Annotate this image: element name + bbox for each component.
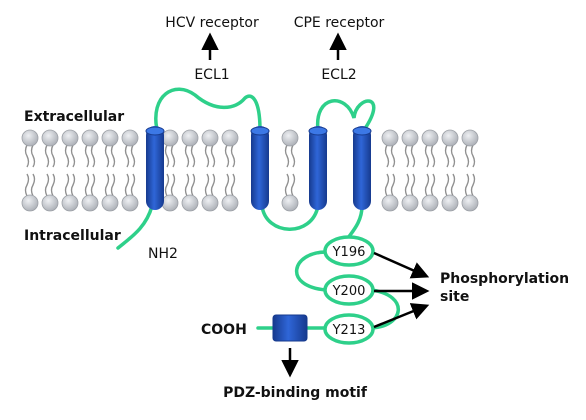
cpe-receptor-label: CPE receptor xyxy=(294,15,385,31)
lipid-molecule xyxy=(181,129,199,212)
arrows xyxy=(201,32,430,378)
residue-connector-1 xyxy=(294,250,328,292)
c-terminal-tail xyxy=(346,204,364,240)
transmembrane-helices xyxy=(145,126,372,210)
ecl1-label: ECL1 xyxy=(194,67,229,83)
residue-y200-label: Y200 xyxy=(332,284,366,299)
helix-4-top xyxy=(352,126,372,136)
phosphorylation-label: Phosphorylation xyxy=(440,271,569,287)
pdz-binding-motif-label: PDZ-binding motif xyxy=(223,385,368,401)
intracellular-loop xyxy=(260,204,320,231)
arrow-y196 xyxy=(373,251,430,279)
ecl1-loop xyxy=(154,87,262,132)
helix-1-top xyxy=(145,126,165,136)
phosphorylation-site-label: site xyxy=(440,289,469,305)
lipid-molecule xyxy=(401,129,419,212)
extracellular-label: Extracellular xyxy=(24,109,124,125)
lipid-molecule xyxy=(201,129,219,212)
n-terminus-tail xyxy=(116,204,154,250)
helix-2-top xyxy=(250,126,270,136)
cooh-label: COOH xyxy=(201,322,247,338)
pdz-binding-domain xyxy=(272,314,308,342)
ecl2-loop xyxy=(316,99,376,132)
residue-y196: Y196 xyxy=(323,235,375,267)
lipid-molecule xyxy=(21,129,39,212)
ecl2-label: ECL2 xyxy=(321,67,356,83)
residue-connector-2 xyxy=(370,288,400,330)
helix-1 xyxy=(146,126,164,210)
residue-y200: Y200 xyxy=(323,274,375,306)
lipid-molecule xyxy=(281,129,299,212)
arrow-y213 xyxy=(373,303,430,329)
helix-3-top xyxy=(308,126,328,136)
residue-y213: Y213 xyxy=(323,313,375,345)
protein-chain xyxy=(116,87,400,330)
nh2-label: NH2 xyxy=(148,246,178,262)
lipid-molecule xyxy=(81,129,99,212)
lipid-molecule xyxy=(441,129,459,212)
lipid-molecule xyxy=(121,129,139,212)
hcv-receptor-label: HCV receptor xyxy=(165,15,259,31)
lipid-molecule xyxy=(41,129,59,212)
lipid-molecule xyxy=(101,129,119,212)
helix-4 xyxy=(353,126,371,210)
lipid-molecule xyxy=(221,129,239,212)
residue-y213-label: Y213 xyxy=(332,323,366,338)
lipid-molecule xyxy=(61,129,79,212)
lipid-molecule xyxy=(461,129,479,212)
helix-3 xyxy=(309,126,327,210)
helix-2 xyxy=(251,126,269,210)
lipid-bilayer xyxy=(21,129,479,212)
lipid-molecule xyxy=(161,129,179,212)
residue-y196-label: Y196 xyxy=(332,245,366,260)
intracellular-label: Intracellular xyxy=(24,228,121,244)
lipid-molecule xyxy=(421,129,439,212)
tyrosine-residues: Y196 Y200 Y213 xyxy=(323,235,375,345)
lipid-molecule xyxy=(381,129,399,212)
